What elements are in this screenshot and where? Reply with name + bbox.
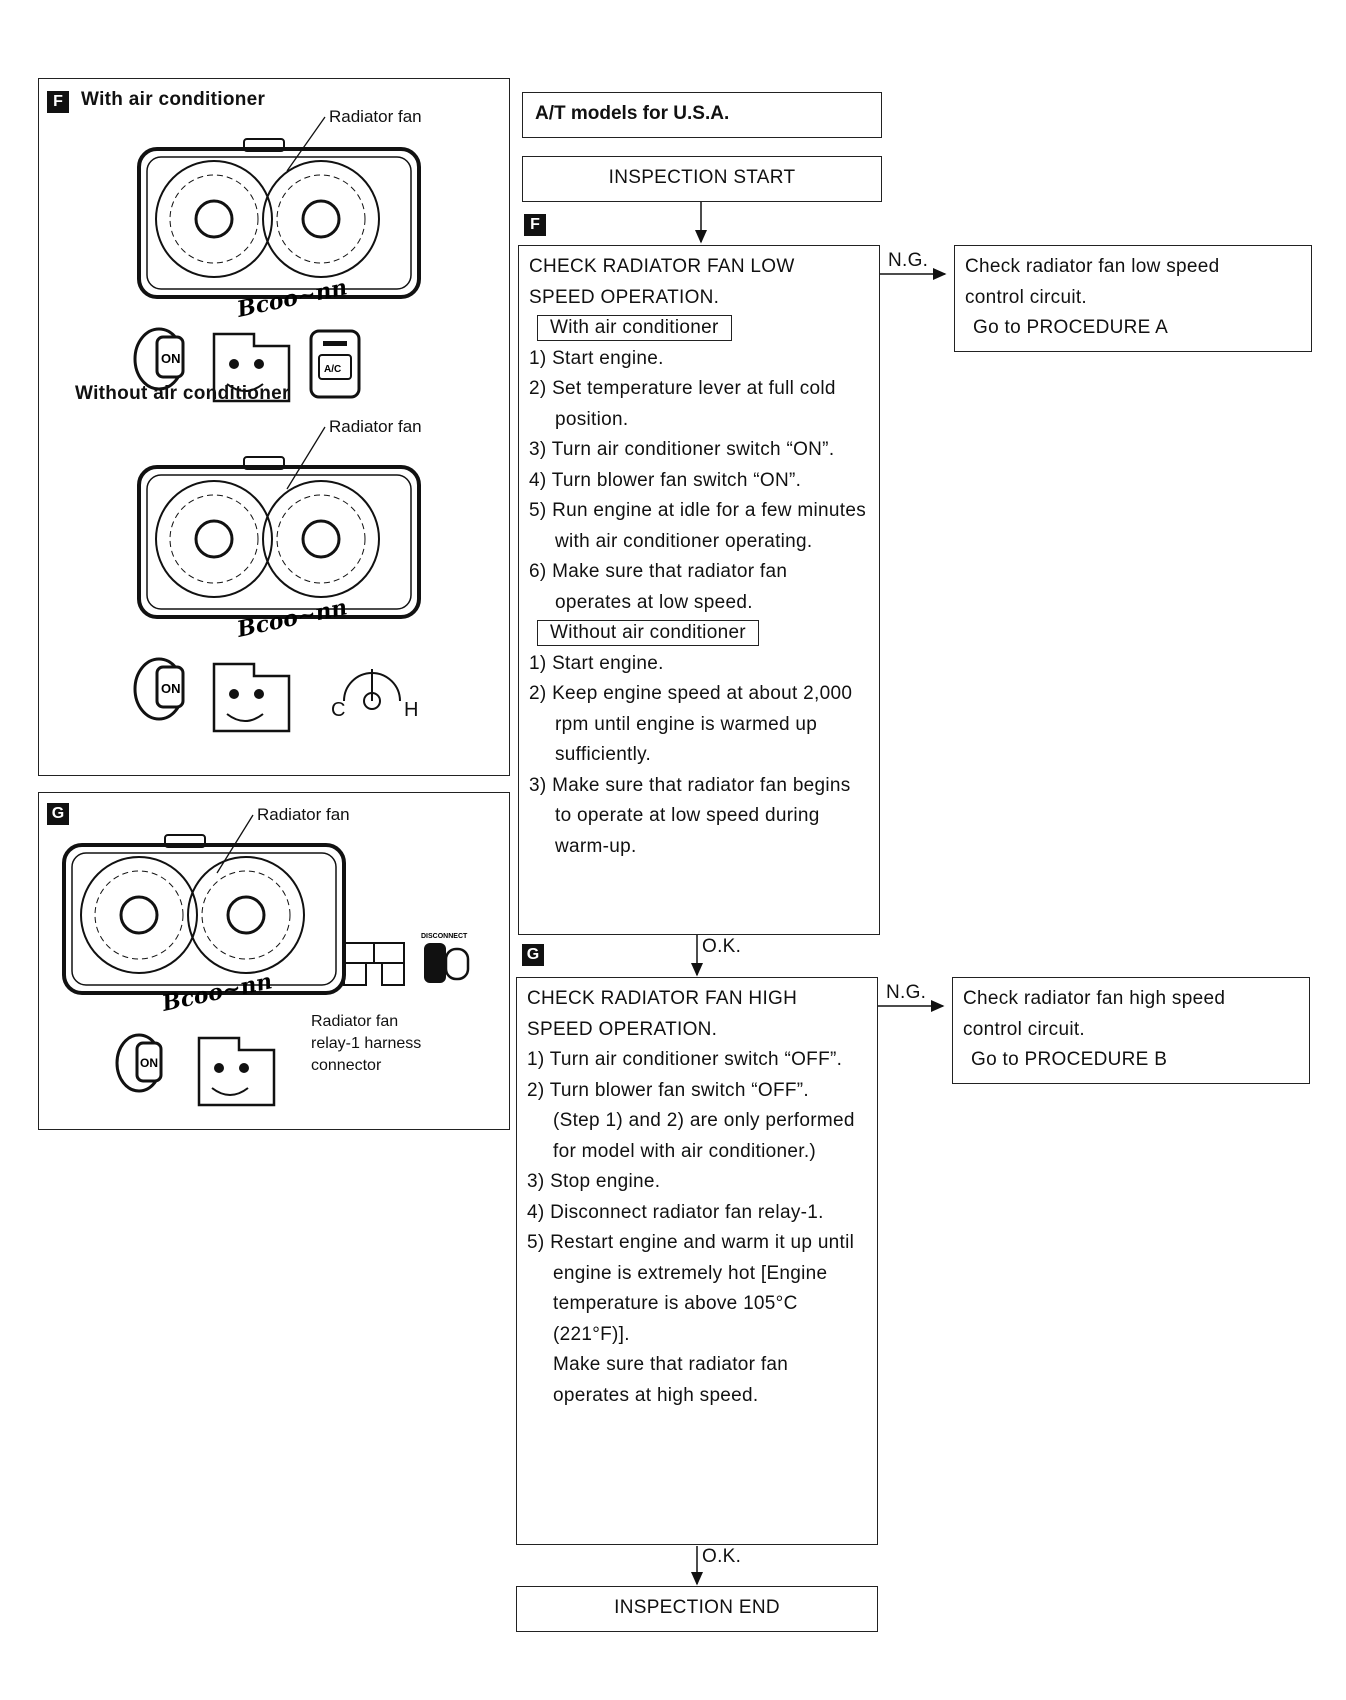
check-high-speed-box: CHECK RADIATOR FAN HIGH SPEED OPERATION.… bbox=[516, 977, 878, 1545]
result-high-line-1: Check radiator fan high speed bbox=[963, 988, 1226, 1009]
high-step: 2) Turn blower fan switch “OFF”. bbox=[527, 1079, 810, 1101]
svg-text:Bcoo~nn: Bcoo~nn bbox=[159, 968, 275, 1017]
low-with-ac-step: 5) Run engine at idle for a few minutes … bbox=[529, 500, 866, 552]
result-high-line-3: Go to PROCEDURE B bbox=[971, 1049, 1168, 1070]
radiator-with-ac-illustration: Bcoo~nn ON A/C bbox=[133, 116, 421, 403]
relay-caption: Radiator fan relay-1 harness connector bbox=[311, 1011, 421, 1077]
low-without-ac-step: 2) Keep engine speed at about 2,000 rpm … bbox=[529, 683, 853, 765]
inspection-end-box: INSPECTION END bbox=[516, 1586, 878, 1632]
svg-text:A/C: A/C bbox=[324, 364, 341, 375]
radiator-fan-label-2: Radiator fan bbox=[329, 417, 422, 436]
result-low-line-3: Go to PROCEDURE A bbox=[973, 317, 1169, 338]
low-with-ac-step: 2) Set temperature lever at full cold po… bbox=[529, 378, 836, 430]
ok-label-2: O.K. bbox=[702, 1546, 742, 1567]
without-ac-subhead: Without air conditioner bbox=[537, 620, 759, 646]
high-step: 5) Restart engine and warm it up until e… bbox=[527, 1232, 855, 1345]
check-low-speed-box: CHECK RADIATOR FAN LOW SPEED OPERATION. … bbox=[518, 245, 880, 935]
inspection-start-box: INSPECTION START bbox=[522, 156, 882, 202]
result-low-box: Check radiator fan low speed control cir… bbox=[954, 245, 1312, 352]
relay-caption-line-2: relay-1 harness bbox=[311, 1035, 422, 1052]
low-without-ac-step: 1) Start engine. bbox=[529, 652, 664, 674]
panel-g: G Radiator fan Bcoo~nn DISCONNECT ON Rad… bbox=[38, 792, 510, 1130]
panel-f-label: F bbox=[47, 91, 69, 113]
relay-caption-line-1: Radiator fan bbox=[311, 1013, 399, 1030]
check-low-title-1: CHECK RADIATOR FAN LOW bbox=[529, 256, 795, 277]
header-box: A/T models for U.S.A. bbox=[522, 92, 882, 138]
flow-label-f: F bbox=[524, 214, 546, 236]
radiator-without-ac-illustration: Bcoo~nn ON bbox=[133, 426, 421, 733]
ng-label-low: N.G. bbox=[888, 250, 929, 271]
ok-label-1: O.K. bbox=[702, 936, 742, 957]
result-low-line-2: control circuit. bbox=[965, 286, 1088, 308]
ng-label-high: N.G. bbox=[886, 982, 927, 1003]
gauge-hot-label: H bbox=[404, 699, 419, 721]
radiator-fan-label-3: Radiator fan bbox=[257, 805, 350, 824]
with-ac-title: With air conditioner bbox=[81, 89, 266, 110]
high-step: 3) Stop engine. bbox=[527, 1171, 661, 1192]
low-with-ac-step: 1) Start engine. bbox=[529, 347, 664, 369]
without-ac-title: Without air conditioner bbox=[75, 383, 290, 404]
low-with-ac-step: 6) Make sure that radiator fan operates … bbox=[529, 561, 788, 613]
high-step-confirm: Make sure that radiator fan operates at … bbox=[553, 1354, 789, 1406]
low-with-ac-step: 4) Turn blower fan switch “ON”. bbox=[529, 469, 802, 491]
svg-text:DISCONNECT: DISCONNECT bbox=[421, 933, 468, 940]
key-on-text: ON bbox=[161, 351, 181, 366]
check-high-title-1: CHECK RADIATOR FAN HIGH bbox=[527, 988, 798, 1009]
flow-label-g: G bbox=[522, 944, 544, 966]
check-low-title-2: SPEED OPERATION. bbox=[529, 286, 720, 308]
header-text: A/T models for U.S.A. bbox=[535, 103, 730, 124]
radiator-relay-illustration: Bcoo~nn DISCONNECT ON bbox=[62, 814, 470, 1107]
low-with-ac-step: 3) Turn air conditioner switch “ON”. bbox=[529, 439, 835, 460]
low-without-ac-step: 3) Make sure that radiator fan begins to… bbox=[529, 774, 851, 857]
result-low-line-1: Check radiator fan low speed bbox=[965, 256, 1220, 277]
svg-text:Bcoo~nn: Bcoo~nn bbox=[234, 594, 350, 643]
check-high-title-2: SPEED OPERATION. bbox=[527, 1018, 718, 1040]
result-high-line-2: control circuit. bbox=[963, 1018, 1086, 1040]
radiator-fan-label-1: Radiator fan bbox=[329, 107, 422, 126]
result-high-box: Check radiator fan high speed control ci… bbox=[952, 977, 1310, 1084]
inspection-end-text: INSPECTION END bbox=[614, 1597, 780, 1618]
high-step-note: (Step 1) and 2) are only performed for m… bbox=[553, 1110, 855, 1162]
relay-caption-line-3: connector bbox=[311, 1057, 382, 1074]
panel-f: F With air conditioner Radiator fan Bcoo… bbox=[38, 78, 510, 776]
high-step: 1) Turn air conditioner switch “OFF”. bbox=[527, 1049, 843, 1070]
high-step: 4) Disconnect radiator fan relay-1. bbox=[527, 1201, 824, 1223]
with-ac-subhead: With air conditioner bbox=[537, 315, 732, 341]
gauge-cold-label: C bbox=[331, 699, 346, 721]
svg-text:ON: ON bbox=[140, 1056, 158, 1070]
panel-g-label: G bbox=[47, 803, 69, 825]
svg-text:ON: ON bbox=[161, 681, 181, 696]
inspection-start-text: INSPECTION START bbox=[608, 167, 796, 188]
